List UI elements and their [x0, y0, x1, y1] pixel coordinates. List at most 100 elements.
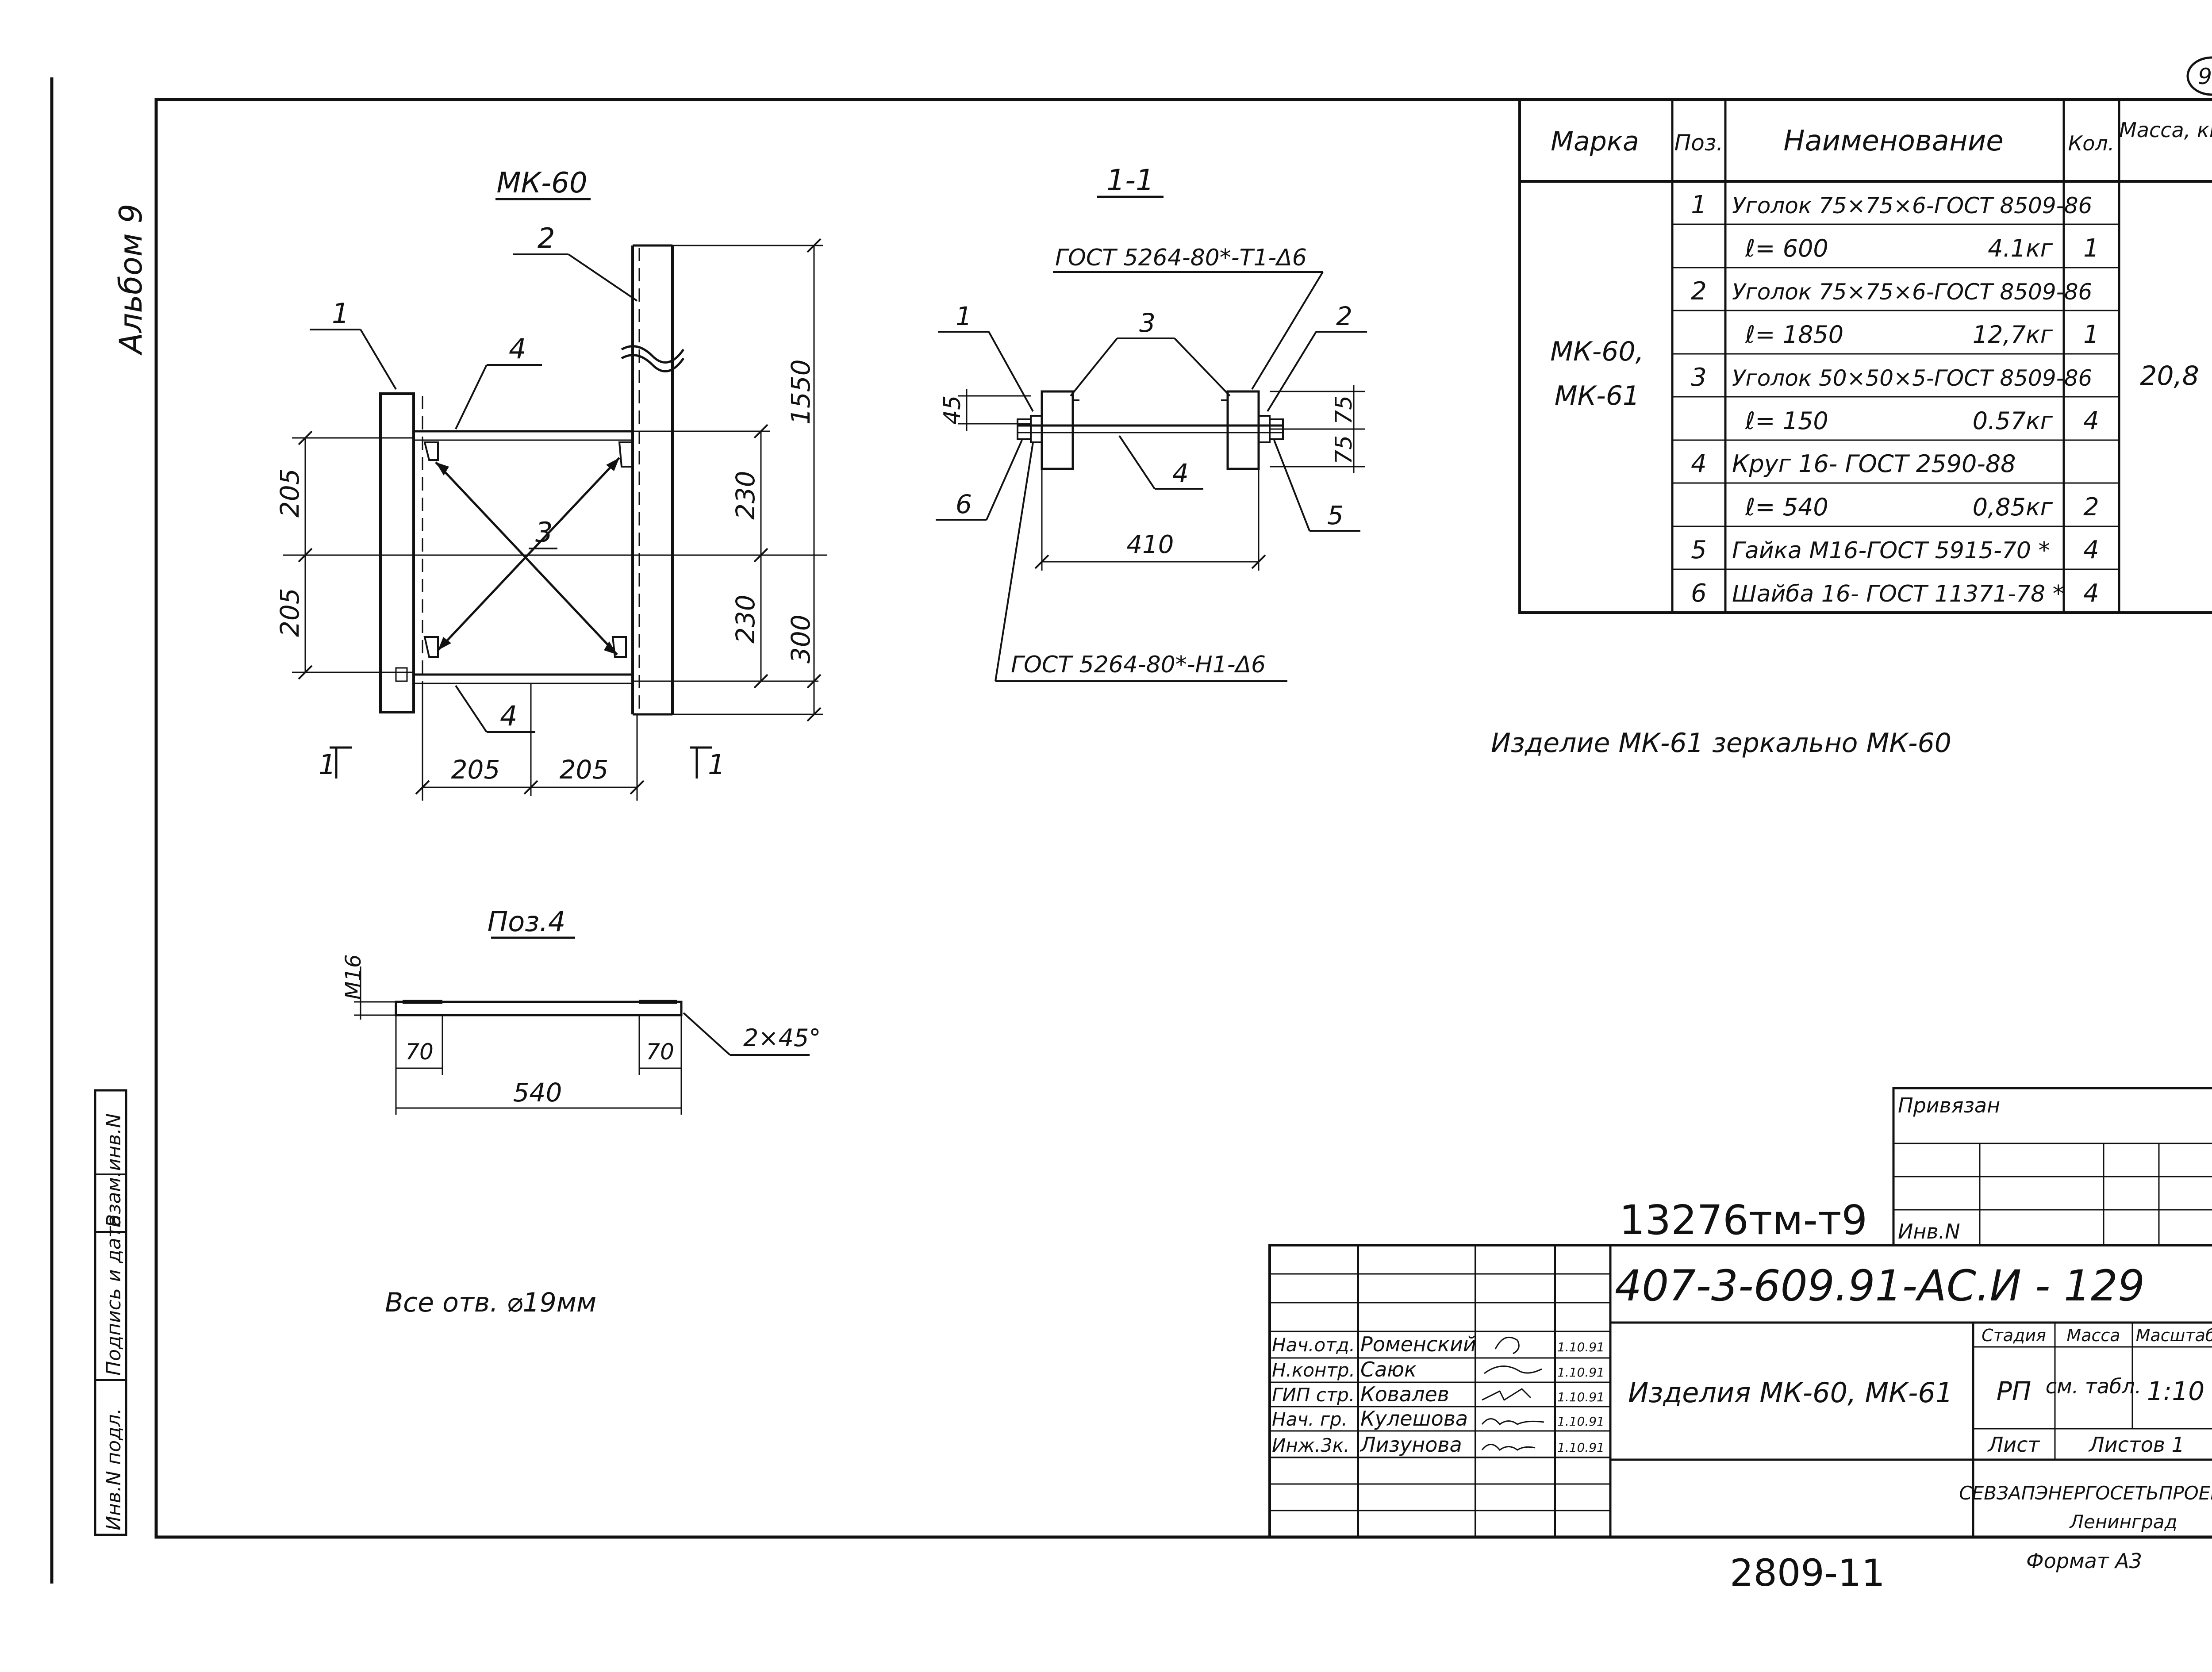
spec-row-name: ℓ= 150 — [1745, 407, 1828, 435]
spec-row-name: Шайба 16- ГОСТ 11371-78 * — [1732, 581, 2064, 607]
side-stamp-signature: Подпись и дата — [103, 1215, 125, 1376]
person-name: Лизунова — [1359, 1433, 1462, 1457]
person-name: Саюк — [1360, 1358, 1417, 1381]
spec-row-qty: 1 — [2083, 320, 2099, 349]
dim-bottom-left: 205 — [451, 755, 500, 785]
callout-3: 3 — [535, 516, 553, 548]
stage-value: РП — [1997, 1376, 2032, 1406]
pos4-thread: М16 — [341, 955, 366, 1000]
main-view: МК-60 — [275, 167, 827, 801]
spec-header-pos: Поз. — [1674, 130, 1724, 156]
scale-value: 1:10 — [2147, 1376, 2204, 1406]
spec-header-mass: Масса, кг — [2119, 118, 2212, 142]
mass-value: см. табл. — [2046, 1374, 2142, 1398]
spec-row: ℓ= 150 0.57кг 4 — [1745, 406, 2099, 435]
stamp-person-row: Н.контр. Саюк 1.10.91 — [1272, 1358, 1605, 1381]
spec-row: 6 Шайба 16- ГОСТ 11371-78 * 4 — [1691, 579, 2099, 608]
sheet-number: 98 — [2186, 56, 2212, 96]
pos4-chamfer: 2×45° — [743, 1024, 821, 1052]
pos4-dim-right: 70 — [646, 1039, 674, 1065]
dim-left-lower: 205 — [275, 588, 305, 637]
privyazan-label: Привязан — [1898, 1093, 2000, 1117]
person-role: Нач. гр. — [1272, 1408, 1348, 1430]
person-role: Н.контр. — [1272, 1359, 1355, 1381]
item-title: Изделия МК-60, МК-61 — [1628, 1377, 1953, 1409]
spec-row-qty: 2 — [2083, 493, 2099, 522]
spec-row-qty: 4 — [2083, 536, 2099, 564]
spec-row-name: Уголок 75×75×6-ГОСТ 8509-86 — [1732, 193, 2092, 219]
spec-row: 1 Уголок 75×75×6-ГОСТ 8509-86 — [1691, 191, 2092, 219]
spec-row: ℓ= 1850 12,7кг 1 — [1745, 320, 2099, 349]
scale-header: Масштаб — [2136, 1326, 2212, 1345]
stage-header: Стадия — [1982, 1326, 2046, 1345]
spec-row: 4 Круг 16- ГОСТ 2590-88 — [1691, 449, 2016, 478]
spec-row: 3 Уголок 50×50×5-ГОСТ 8509-86 — [1691, 363, 2092, 392]
section-dim-right-lower: 75 — [1331, 435, 1357, 464]
callout-4-top: 4 — [509, 333, 526, 365]
person-date: 1.10.91 — [1557, 1390, 1605, 1404]
spec-row-name: ℓ= 600 — [1745, 234, 1828, 262]
section-callout-1: 1 — [956, 301, 972, 331]
pos4-title: Поз.4 — [488, 905, 566, 938]
spec-row-name: Уголок 50×50×5-ГОСТ 8509-86 — [1732, 365, 2092, 391]
spec-row-pos: 6 — [1691, 579, 1707, 608]
weld-top-label: ГОСТ 5264-80*-Т1-Δ6 — [1055, 245, 1307, 271]
spec-row-name: ℓ= 1850 — [1745, 321, 1843, 349]
dim-bottom-right: 205 — [560, 755, 609, 785]
spec-row-name: ℓ= 540 — [1745, 493, 1828, 521]
stamp-person-row: Нач. гр. Кулешова 1.10.91 — [1272, 1407, 1605, 1430]
person-date: 1.10.91 — [1557, 1365, 1605, 1380]
spec-row: ℓ= 540 0,85кг 2 — [1745, 493, 2099, 522]
org-name: СЕВЗАПЭНЕРГОСЕТЬПРОЕКТ — [1959, 1482, 2212, 1504]
section-title: 1-1 — [1106, 163, 1154, 197]
side-stamp-vzam: Взам.инв.N — [103, 1113, 125, 1227]
callout-1: 1 — [332, 297, 349, 330]
section-view: 1-1 ГОСТ 5264-80*-Т1-Δ6 45 75 75 — [936, 163, 1367, 682]
spec-mass: 20,8 — [2140, 360, 2199, 391]
spec-row-name: Круг 16- ГОСТ 2590-88 — [1732, 450, 2016, 478]
spec-row-extra: 12,7кг — [1973, 321, 2053, 349]
section-callout-4: 4 — [1172, 458, 1189, 488]
dim-right-upper: 230 — [730, 471, 760, 520]
person-name: Кулешова — [1360, 1407, 1468, 1430]
stamp-person-row: Инж.3к. Лизунова 1.10.91 — [1272, 1433, 1605, 1457]
spec-row: 5 Гайка М16-ГОСТ 5915-70 * 4 — [1691, 536, 2099, 564]
drawing-frame — [50, 77, 2212, 1584]
person-name: Ковалев — [1360, 1382, 1449, 1406]
spec-table: Марка Поз. Наименование Кол. Масса, кг М… — [1518, 98, 2212, 614]
person-role: ГИП стр. — [1272, 1384, 1355, 1406]
format-label: Формат А3 — [2026, 1549, 2142, 1573]
pos4-dim-length: 540 — [513, 1078, 562, 1108]
title-block: Привязан Инв.N 13276тм-т9 Нач.отд. Ромен… — [1268, 1087, 2212, 1538]
weld-bottom-label: ГОСТ 5264-80*-Н1-Δ6 — [1011, 652, 1266, 678]
album-label: Альбом 9 — [113, 204, 149, 356]
spec-row-pos: 3 — [1691, 363, 1707, 392]
spec-row-pos: 4 — [1691, 449, 1707, 478]
spec-row-name: Уголок 75×75×6-ГОСТ 8509-86 — [1732, 279, 2092, 305]
spec-row-pos: 5 — [1691, 536, 1707, 564]
section-callout-6: 6 — [956, 489, 972, 519]
handwritten-code: 13276тм-т9 — [1619, 1196, 1867, 1244]
section-dim-left: 45 — [939, 395, 966, 425]
section-mark-left: 1 — [319, 748, 336, 781]
person-date: 1.10.91 — [1557, 1340, 1605, 1354]
dim-total-height: 1550 — [786, 359, 816, 425]
person-date: 1.10.91 — [1557, 1440, 1605, 1455]
section-callout-2: 2 — [1336, 301, 1352, 331]
designation: 407-3-609.91-АС.И - 129 — [1615, 1261, 2145, 1311]
section-dim-right-upper: 75 — [1331, 395, 1357, 425]
person-name: Роменский — [1360, 1332, 1476, 1356]
person-role: Нач.отд. — [1272, 1334, 1355, 1356]
person-date: 1.10.91 — [1557, 1414, 1605, 1429]
pos4-view: Поз.4 М16 70 70 540 2×45° — [341, 905, 821, 1115]
dim-bottom-height: 300 — [786, 614, 816, 663]
holes-note: Все отв. ⌀19мм — [385, 1287, 596, 1318]
spec-header-mark: Марка — [1551, 126, 1639, 157]
spec-header-name: Наименование — [1783, 125, 2003, 157]
section-callout-3: 3 — [1139, 308, 1156, 338]
stamp-person-row: ГИП стр. Ковалев 1.10.91 — [1272, 1382, 1605, 1406]
section-dim-width: 410 — [1127, 530, 1174, 559]
svg-text:98: 98 — [2198, 64, 2212, 89]
callout-4-bottom: 4 — [500, 700, 517, 732]
person-role: Инж.3к. — [1272, 1434, 1350, 1456]
